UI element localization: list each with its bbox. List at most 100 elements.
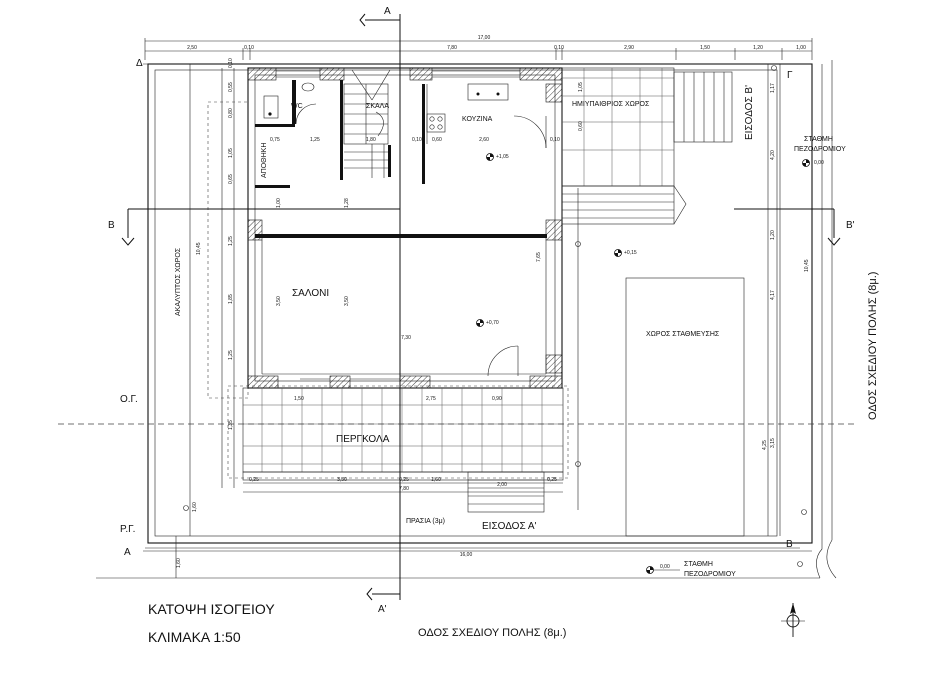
dim-pergola-part: 0,25 — [249, 477, 259, 483]
dim-pergola-total: 7,80 — [399, 486, 409, 492]
dim-left-part: 1,35 — [228, 420, 234, 430]
dim-top-part: 7,80 — [447, 45, 457, 51]
plot-boundary — [96, 60, 837, 579]
dim-top-part: 0,10 — [244, 45, 254, 51]
dim-top-total: 17,00 — [478, 35, 491, 41]
dim-salon-width: 7,30 — [401, 335, 411, 341]
survey-point-marker — [183, 505, 189, 511]
entrance-b-label: ΕΙΣΟΔΟΣ Β' — [744, 85, 755, 140]
section-label-b-left: Β — [108, 220, 115, 231]
building-line-label: Ο.Γ. — [120, 394, 138, 405]
level-kitchen: +1,05 — [496, 154, 509, 160]
pergola-dashed-zone — [227, 385, 569, 479]
room-label-uncovered: ΑΚΑΛΥΠΤΟΣ ΧΩΡΟΣ — [175, 247, 182, 316]
dim-right-part: 1,17 — [770, 83, 776, 93]
survey-point-marker — [575, 461, 581, 467]
building-walls — [247, 67, 563, 389]
dim-left-part: 0,10 — [228, 58, 234, 68]
room-label-salon: ΣΑΛΟΝΙ — [292, 288, 329, 299]
dim-inner: 0,10 — [412, 137, 422, 143]
sidewalk-level-right: 0,00 — [814, 160, 824, 166]
section-label-a-bottom: Α' — [378, 604, 387, 615]
level-marker-sidewalk-bottom — [646, 566, 654, 574]
dim-left-part: 0,80 — [228, 108, 234, 118]
dim-inner: 2,75 — [426, 396, 436, 402]
dim-bottom-total: 16,00 — [460, 552, 473, 558]
dim-inner: 0,10 — [550, 137, 560, 143]
street-name-right: ΟΔΟΣ ΣΧΕΔΙΟΥ ΠΟΛΗΣ (8μ.) — [867, 272, 879, 420]
dim-pergola-part: 1,60 — [431, 477, 441, 483]
dim-right-part: 3,15 — [770, 438, 776, 448]
dim-inner: 0,90 — [492, 396, 502, 402]
street-name-bottom: ΟΔΟΣ ΣΧΕΔΙΟΥ ΠΟΛΗΣ (8μ.) — [418, 627, 566, 639]
corner-label-delta: Δ — [136, 58, 143, 69]
dim-inner: 1,20 — [770, 230, 776, 240]
corner-label-gamma: Γ — [787, 70, 793, 81]
dim-salon-height: 3,50 — [276, 296, 282, 306]
dim-inner: 0,75 — [270, 137, 280, 143]
room-label-storage: ΑΠΟΘΗΚΗ — [261, 143, 268, 178]
dim-right-part: 4,17 — [770, 290, 776, 300]
sidewalk-label-right-line1: ΣΤΑΘΜΗ — [804, 136, 833, 143]
dim-inner: 0,60 — [432, 137, 442, 143]
dim-inner: 1,00 — [276, 198, 282, 208]
wc-fixtures — [263, 82, 317, 125]
dim-left-part: 0,55 — [228, 82, 234, 92]
stair-flight — [343, 69, 391, 178]
room-label-wc: WC — [291, 103, 303, 110]
parking-area — [625, 277, 745, 537]
dim-right-part: 1,60 — [192, 502, 198, 512]
level-salon: +0,70 — [486, 320, 499, 326]
dim-left-part: 1,05 — [228, 148, 234, 158]
sidewalk-label-right-line2: ΠΕΖΟΔΡΟΜΙΟΥ — [794, 146, 846, 153]
survey-point-marker — [801, 509, 807, 515]
dim-inner: 1,50 — [294, 396, 304, 402]
left-dimension-chain — [175, 64, 235, 578]
dim-inner: 0,60 — [578, 121, 584, 131]
pergola-grid — [242, 387, 564, 513]
dim-inner: 1,80 — [366, 137, 376, 143]
sidewalk-label-bottom-line1: ΣΤΑΘΜΗ — [684, 561, 713, 568]
pergola-dimension-chain — [243, 482, 563, 493]
dim-pergola-part: 3,50 — [337, 477, 347, 483]
sidewalk-level-bottom: 0,00 — [660, 564, 670, 570]
dim-left-part: 1,25 — [228, 236, 234, 246]
level-marker-salon — [476, 319, 484, 327]
room-label-kitchen: ΚΟΥΖΙΝΑ — [462, 116, 493, 123]
corner-label-beta: Β — [786, 539, 793, 550]
top-dimension-chain: 17,00 2,50 0,10 7,80 0,10 2,90 1,50 1,20… — [144, 35, 813, 60]
level-yard: +0,15 — [624, 250, 637, 256]
dim-top-part: 2,50 — [187, 45, 197, 51]
section-label-a-top: Α — [384, 6, 391, 17]
dim-inner: 1,28 — [344, 198, 350, 208]
dim-left-part: 1,60 — [176, 558, 182, 568]
survey-point-marker — [771, 65, 777, 71]
dim-top-part: 1,20 — [753, 45, 763, 51]
dim-inner: 7,65 — [536, 252, 542, 262]
street-line-label: Ρ.Γ. — [120, 524, 135, 535]
dim-left-total: 10,45 — [196, 242, 202, 255]
sidewalk-label-bottom-line2: ΠΕΖΟΔΡΟΜΙΟΥ — [684, 571, 736, 578]
dim-kitchen-width: 2,60 — [479, 137, 489, 143]
semi-outdoor-area — [561, 67, 733, 225]
corner-label-alpha: Α — [124, 547, 131, 558]
level-marker-sidewalk-right — [802, 159, 810, 167]
dim-right-part: 4,20 — [770, 150, 776, 160]
dim-top-part: 0,10 — [554, 45, 564, 51]
dim-pergola-part: 0,25 — [399, 477, 409, 483]
drawing-title: ΚΑΤΟΨΗ ΙΣΟΓΕΙΟΥ — [148, 601, 275, 617]
kitchen-fixtures — [426, 83, 547, 149]
salon-door-swing — [487, 345, 519, 377]
level-marker-yard — [614, 249, 622, 257]
dim-left-part: 1,85 — [228, 294, 234, 304]
dim-right-total: 10,45 — [804, 259, 810, 272]
room-label-semi-outdoor: ΗΜΙΥΠΑΙΘΡΙΟΣ ΧΩΡΟΣ — [572, 101, 650, 108]
section-label-b-right: Β' — [846, 220, 855, 231]
north-arrow-icon — [781, 603, 805, 637]
section-line-a — [359, 13, 401, 601]
dim-pergola-part: 0,25 — [547, 477, 557, 483]
dim-top-part: 1,00 — [796, 45, 806, 51]
dim-left-part: 0,65 — [228, 174, 234, 184]
level-marker-kitchen — [486, 153, 494, 161]
